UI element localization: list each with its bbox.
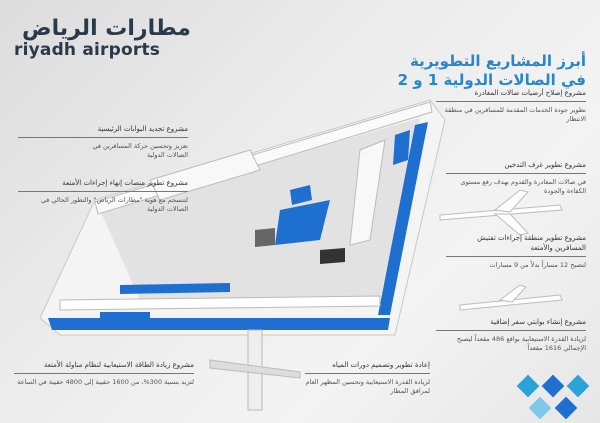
project-heading: مشروع تجديد البوابات الرئيسية xyxy=(18,124,188,138)
project-smoking-rooms: مشروع تطوير غرف التدخين في صالات المغادر… xyxy=(446,160,586,196)
project-desc: لزيادة القدرة الاستيعابية بواقع 486 مقعد… xyxy=(456,335,586,352)
project-floors: مشروع إصلاح أرضيات صالات المغادرة تطوير … xyxy=(436,88,586,124)
project-desc: لتنسجم مع هوية "مطارات الرياض" والتطور ا… xyxy=(40,196,188,213)
project-desc: لزيادة القدرة الاستيعابية وتحسين المظهر … xyxy=(305,378,430,395)
page-title: أبرز المشاريع التطويرية في الصالات الدول… xyxy=(366,52,586,90)
project-heading: مشروع زيادة الطاقة الاستيعابية لنظام منا… xyxy=(14,360,194,374)
logo-english: riyadh airports xyxy=(14,40,161,60)
title-line-1: أبرز المشاريع التطويرية xyxy=(409,52,586,70)
project-heading: مشروع إنشاء بوابتي سفر إضافية xyxy=(436,317,586,331)
project-gates: مشروع تجديد البوابات الرئيسية تعزيز وتحس… xyxy=(18,124,188,160)
project-restrooms: إعادة تطوير وتصميم دورات المياه لزيادة ا… xyxy=(305,360,430,396)
project-heading: مشروع تطوير غرف التدخين xyxy=(446,160,586,174)
project-desc: في صالات المغادرة والقدوم بهدف رفع مستوى… xyxy=(460,178,586,195)
logo-arabic: مطارات الرياض xyxy=(22,16,191,41)
project-heading: مشروع إصلاح أرضيات صالات المغادرة xyxy=(436,88,586,102)
brand-pattern-icon xyxy=(516,374,590,420)
title-line-2: في الصالات الدولية 1 و 2 xyxy=(397,71,586,89)
project-baggage-handling: مشروع زيادة الطاقة الاستيعابية لنظام منا… xyxy=(14,360,194,387)
project-heading: إعادة تطوير وتصميم دورات المياه xyxy=(305,360,430,374)
project-heading: مشروع تطوير منطقة إجراءات تفتيش المسافري… xyxy=(446,233,586,257)
project-desc: تعزيز وتحسين حركة المسافرين في الصالات ا… xyxy=(92,142,188,159)
project-desc: لتصبح 12 مساراً بدلاً من 9 مسارات xyxy=(489,261,586,269)
project-desc: لتزيد بنسبة 300%، من 1600 حقيبة إلى 4800… xyxy=(17,378,194,386)
terminal-building xyxy=(39,99,446,336)
project-heading: مشروع تطوير منصات إنهاء إجراءات الأمتعة xyxy=(18,178,188,192)
project-extra-gates: مشروع إنشاء بوابتي سفر إضافية لزيادة الق… xyxy=(436,317,586,353)
project-security-screening: مشروع تطوير منطقة إجراءات تفتيش المسافري… xyxy=(446,233,586,270)
airplane-icon xyxy=(209,189,563,411)
project-baggage-platforms: مشروع تطوير منصات إنهاء إجراءات الأمتعة … xyxy=(18,178,188,214)
project-desc: تطوير جودة الخدمات المقدمة للمسافرين في … xyxy=(444,106,586,123)
